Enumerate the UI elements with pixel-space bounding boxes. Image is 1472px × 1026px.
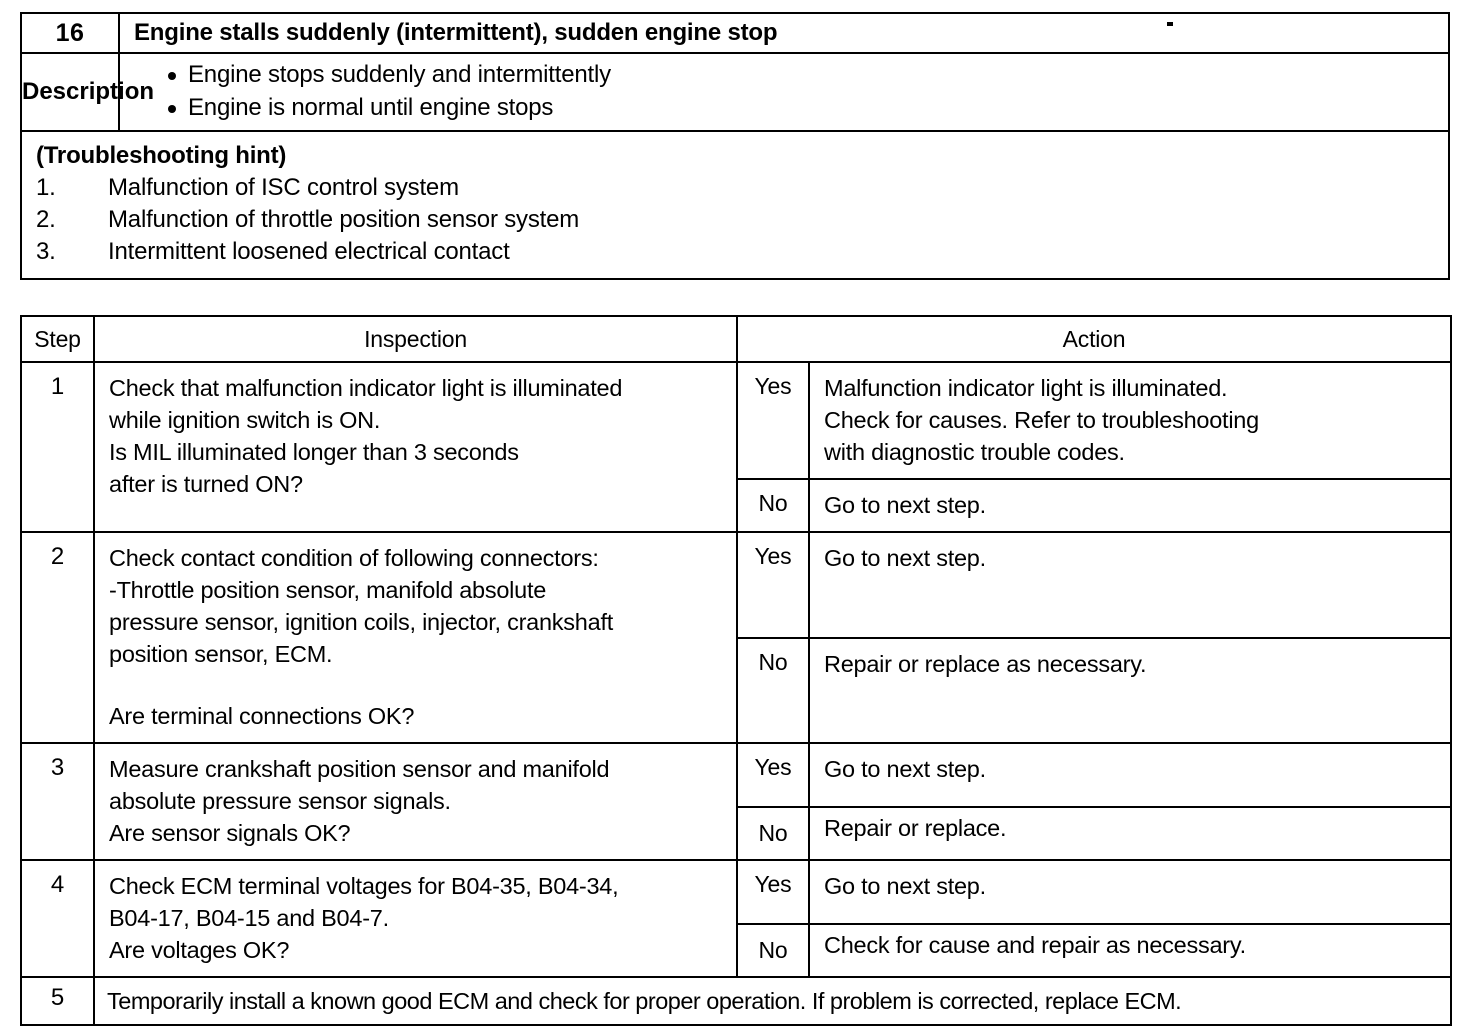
action-cell-3-yes: Go to next step. <box>807 742 1453 808</box>
hint-text-2: Malfunction of throttle position sensor … <box>108 206 580 233</box>
header-inspection: Inspection <box>93 315 738 363</box>
action-line: Repair or replace as necessary. <box>824 650 1147 677</box>
action-line: Malfunction indicator light is illuminat… <box>824 375 1228 401</box>
description-body-cell: Engine stops suddenly and intermittently… <box>118 52 1450 132</box>
answer-no-2: No <box>736 636 810 744</box>
inspection-line: Check that malfunction indicator light i… <box>109 375 623 401</box>
table-row: 2 Check contact condition of following c… <box>20 531 1453 744</box>
step-number-4: 4 <box>20 859 95 978</box>
table-row: No Repair or replace. <box>21 805 1453 862</box>
answer-yes-1: Yes <box>736 361 810 480</box>
step-number-1: 1 <box>20 361 95 533</box>
inspection-line: Are voltages OK? <box>109 937 290 963</box>
action-line: Check for causes. Refer to troubleshooti… <box>824 407 1259 433</box>
answer-no-3: No <box>736 805 810 862</box>
inspection-line: Is MIL illuminated longer than 3 seconds <box>109 439 519 465</box>
action-cell-4-no: Check for cause and repair as necessary. <box>807 922 1453 979</box>
inspection-line: B04-17, B04-15 and B04-7. <box>109 905 389 931</box>
action-line: Repair or replace. <box>824 815 1007 842</box>
hint-number-3: 3. <box>36 238 56 265</box>
answer-yes-3: Yes <box>736 742 810 808</box>
description-bullet-list: Engine stops suddenly and intermittently… <box>120 58 1448 124</box>
inspection-line: Are sensor signals OK? <box>109 820 351 846</box>
hint-number-1: 1. <box>36 174 56 201</box>
table-row: 4 Check ECM terminal voltages for B04-35… <box>20 859 1453 978</box>
hint-list: 1. Malfunction of ISC control system 2. … <box>36 172 1448 268</box>
table-row: No Go to next step. <box>21 478 1453 533</box>
diagnostic-step-table: Step Inspection Action 1 Check that malf… <box>20 315 1453 1026</box>
hint-item-3: 3. Intermittent loosened electrical cont… <box>36 236 1448 268</box>
description-label-cell: Description <box>20 52 154 132</box>
action-line: Go to next step. <box>824 873 986 899</box>
inspection-cell-4: Check ECM terminal voltages for B04-35, … <box>93 859 738 978</box>
action-cell-1-yes: Malfunction indicator light is illuminat… <box>807 361 1453 480</box>
action-cell-1-no: Go to next step. <box>807 478 1453 533</box>
inspection-line: pressure sensor, ignition coils, injecto… <box>109 609 614 635</box>
hint-title: (Troubleshooting hint) <box>36 142 287 169</box>
inspection-line: position sensor, ECM. <box>109 641 333 667</box>
description-bullet-2: Engine is normal until engine stops <box>120 91 1448 124</box>
inspection-cell-2: Check contact condition of following con… <box>93 531 738 744</box>
action-cell-2-no: Repair or replace as necessary. <box>807 636 1453 744</box>
table-row: 1 Check that malfunction indicator light… <box>20 361 1453 533</box>
inspection-line: absolute pressure sensor signals. <box>109 788 451 814</box>
inspection-line: Check contact condition of following con… <box>109 545 599 571</box>
inspection-cell-3: Measure crankshaft position sensor and m… <box>93 742 738 861</box>
table-row: No Check for cause and repair as necessa… <box>21 922 1453 979</box>
action-line: with diagnostic trouble codes. <box>824 439 1125 465</box>
action-line: Go to next step. <box>824 492 986 518</box>
step-number-3: 3 <box>20 742 95 861</box>
final-step-text: Temporarily install a known good ECM and… <box>92 976 1453 1026</box>
hint-item-2: 2. Malfunction of throttle position sens… <box>36 204 1448 236</box>
inspection-line: after is turned ON? <box>109 471 303 497</box>
table-row: 3 Measure crankshaft position sensor and… <box>20 742 1453 861</box>
inspection-line: while ignition switch is ON. <box>109 407 381 433</box>
table-row: 5 Temporarily install a known good ECM a… <box>20 976 1453 1026</box>
troubleshooting-hint-cell: (Troubleshooting hint) 1. Malfunction of… <box>20 130 1450 280</box>
answer-no-4: No <box>736 922 810 979</box>
action-line: Go to next step. <box>824 756 986 782</box>
inspection-cell-1: Check that malfunction indicator light i… <box>93 361 738 533</box>
step-number-5: 5 <box>20 976 95 1026</box>
table-row: No Repair or replace as necessary. <box>21 636 1453 744</box>
action-cell-4-yes: Go to next step. <box>807 859 1453 925</box>
hint-text-1: Malfunction of ISC control system <box>108 174 459 201</box>
action-cell-2-yes: Go to next step. <box>807 531 1453 639</box>
hint-item-1: 1. Malfunction of ISC control system <box>36 172 1448 204</box>
symptom-title-row: 16 Engine stalls suddenly (intermittent)… <box>20 12 1450 54</box>
answer-no-1: No <box>736 478 810 533</box>
description-bullet-1: Engine stops suddenly and intermittently <box>120 58 1448 91</box>
action-cell-3-no: Repair or replace. <box>807 805 1453 862</box>
troubleshooting-hint-row: (Troubleshooting hint) 1. Malfunction of… <box>20 130 1450 280</box>
scan-speck-mark <box>1167 22 1173 26</box>
inspection-line: Are terminal connections OK? <box>109 703 415 729</box>
symptom-header-table: 16 Engine stalls suddenly (intermittent)… <box>20 12 1450 280</box>
step-table-header-row: Step Inspection Action <box>20 315 1453 363</box>
description-row: Description Engine stops suddenly and in… <box>20 52 1450 132</box>
symptom-title-cell: Engine stalls suddenly (intermittent), s… <box>118 12 1450 54</box>
hint-text-3: Intermittent loosened electrical contact <box>108 238 510 265</box>
symptom-number-cell: 16 <box>20 12 120 54</box>
inspection-line: Check ECM terminal voltages for B04-35, … <box>109 873 619 899</box>
header-step: Step <box>20 315 95 363</box>
inspection-line: Measure crankshaft position sensor and m… <box>109 756 610 782</box>
action-line: Check for cause and repair as necessary. <box>824 932 1246 959</box>
header-action: Action <box>735 315 1453 363</box>
inspection-blank-line <box>109 670 730 700</box>
hint-number-2: 2. <box>36 206 56 233</box>
step-number-2: 2 <box>20 531 95 744</box>
action-line: Go to next step. <box>824 545 986 571</box>
answer-yes-4: Yes <box>736 859 810 925</box>
answer-yes-2: Yes <box>736 531 810 639</box>
inspection-line: -Throttle position sensor, manifold abso… <box>109 577 547 603</box>
